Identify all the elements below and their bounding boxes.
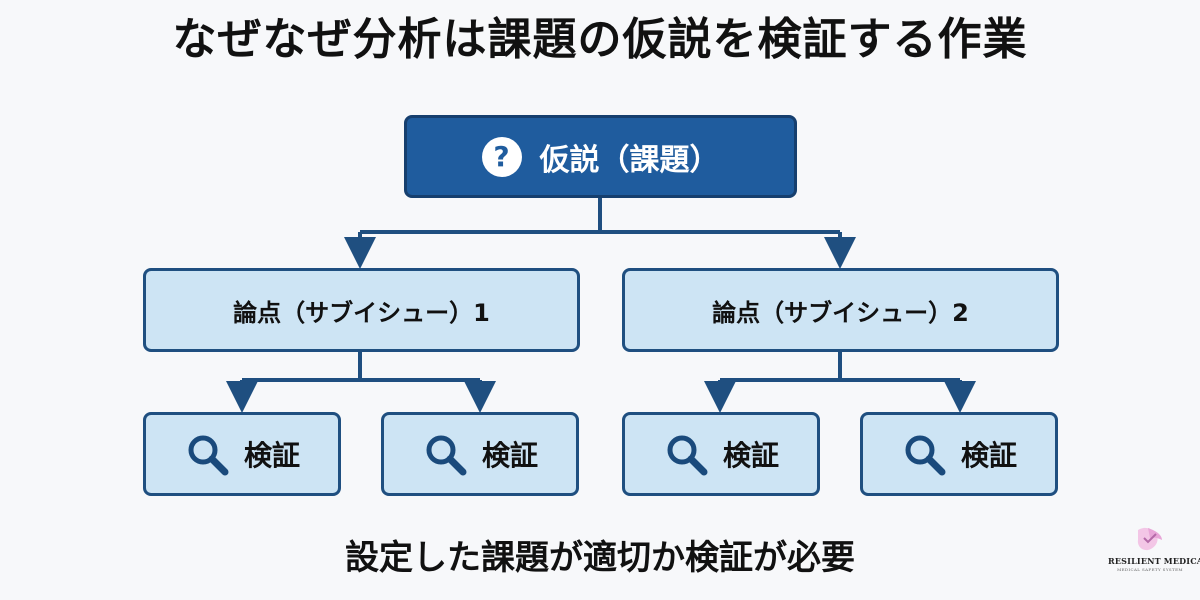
page-title: なぜなぜ分析は課題の仮説を検証する作業 — [172, 14, 1028, 65]
magnifier-icon — [188, 435, 229, 476]
hypothesis-label: 仮説（課題） — [539, 142, 720, 178]
verification-box-3: 検証 — [622, 412, 820, 496]
verification-label-1: 検証 — [243, 439, 300, 472]
verification-label-3: 検証 — [722, 439, 779, 472]
magnifier-icon — [667, 435, 708, 476]
footer-caption: 設定した課題が適切か検証が必要 — [345, 538, 855, 578]
sub-issue-box-1: 論点（サブイシュー）1 — [143, 268, 580, 352]
magnifier-icon — [426, 435, 467, 476]
sub-issue-label-1: 論点（サブイシュー）1 — [233, 298, 490, 327]
issue-2-connector — [720, 352, 960, 382]
issue-1-connector — [242, 352, 480, 382]
verification-box-4: 検証 — [860, 412, 1058, 496]
magnifier-icon — [905, 435, 946, 476]
verification-box-2: 検証 — [381, 412, 579, 496]
hypothesis-box: ? 仮説（課題） — [404, 115, 797, 198]
logo-mark-icon — [1137, 527, 1162, 551]
logo-name: RESILIENT MEDICAL — [1108, 556, 1200, 566]
question-circle-icon: ? — [481, 136, 522, 177]
verification-box-1: 検証 — [143, 412, 341, 496]
verification-label-2: 検証 — [481, 439, 538, 472]
sub-issue-label-2: 論点（サブイシュー）2 — [712, 298, 969, 327]
sub-issue-box-2: 論点（サブイシュー）2 — [622, 268, 1059, 352]
brand-logo: RESILIENT MEDICAL MEDICAL SAFETY SYSTEM — [1108, 520, 1200, 580]
root-to-issues-connector — [360, 198, 840, 234]
verification-label-4: 検証 — [960, 439, 1017, 472]
logo-tagline: MEDICAL SAFETY SYSTEM — [1117, 567, 1183, 572]
